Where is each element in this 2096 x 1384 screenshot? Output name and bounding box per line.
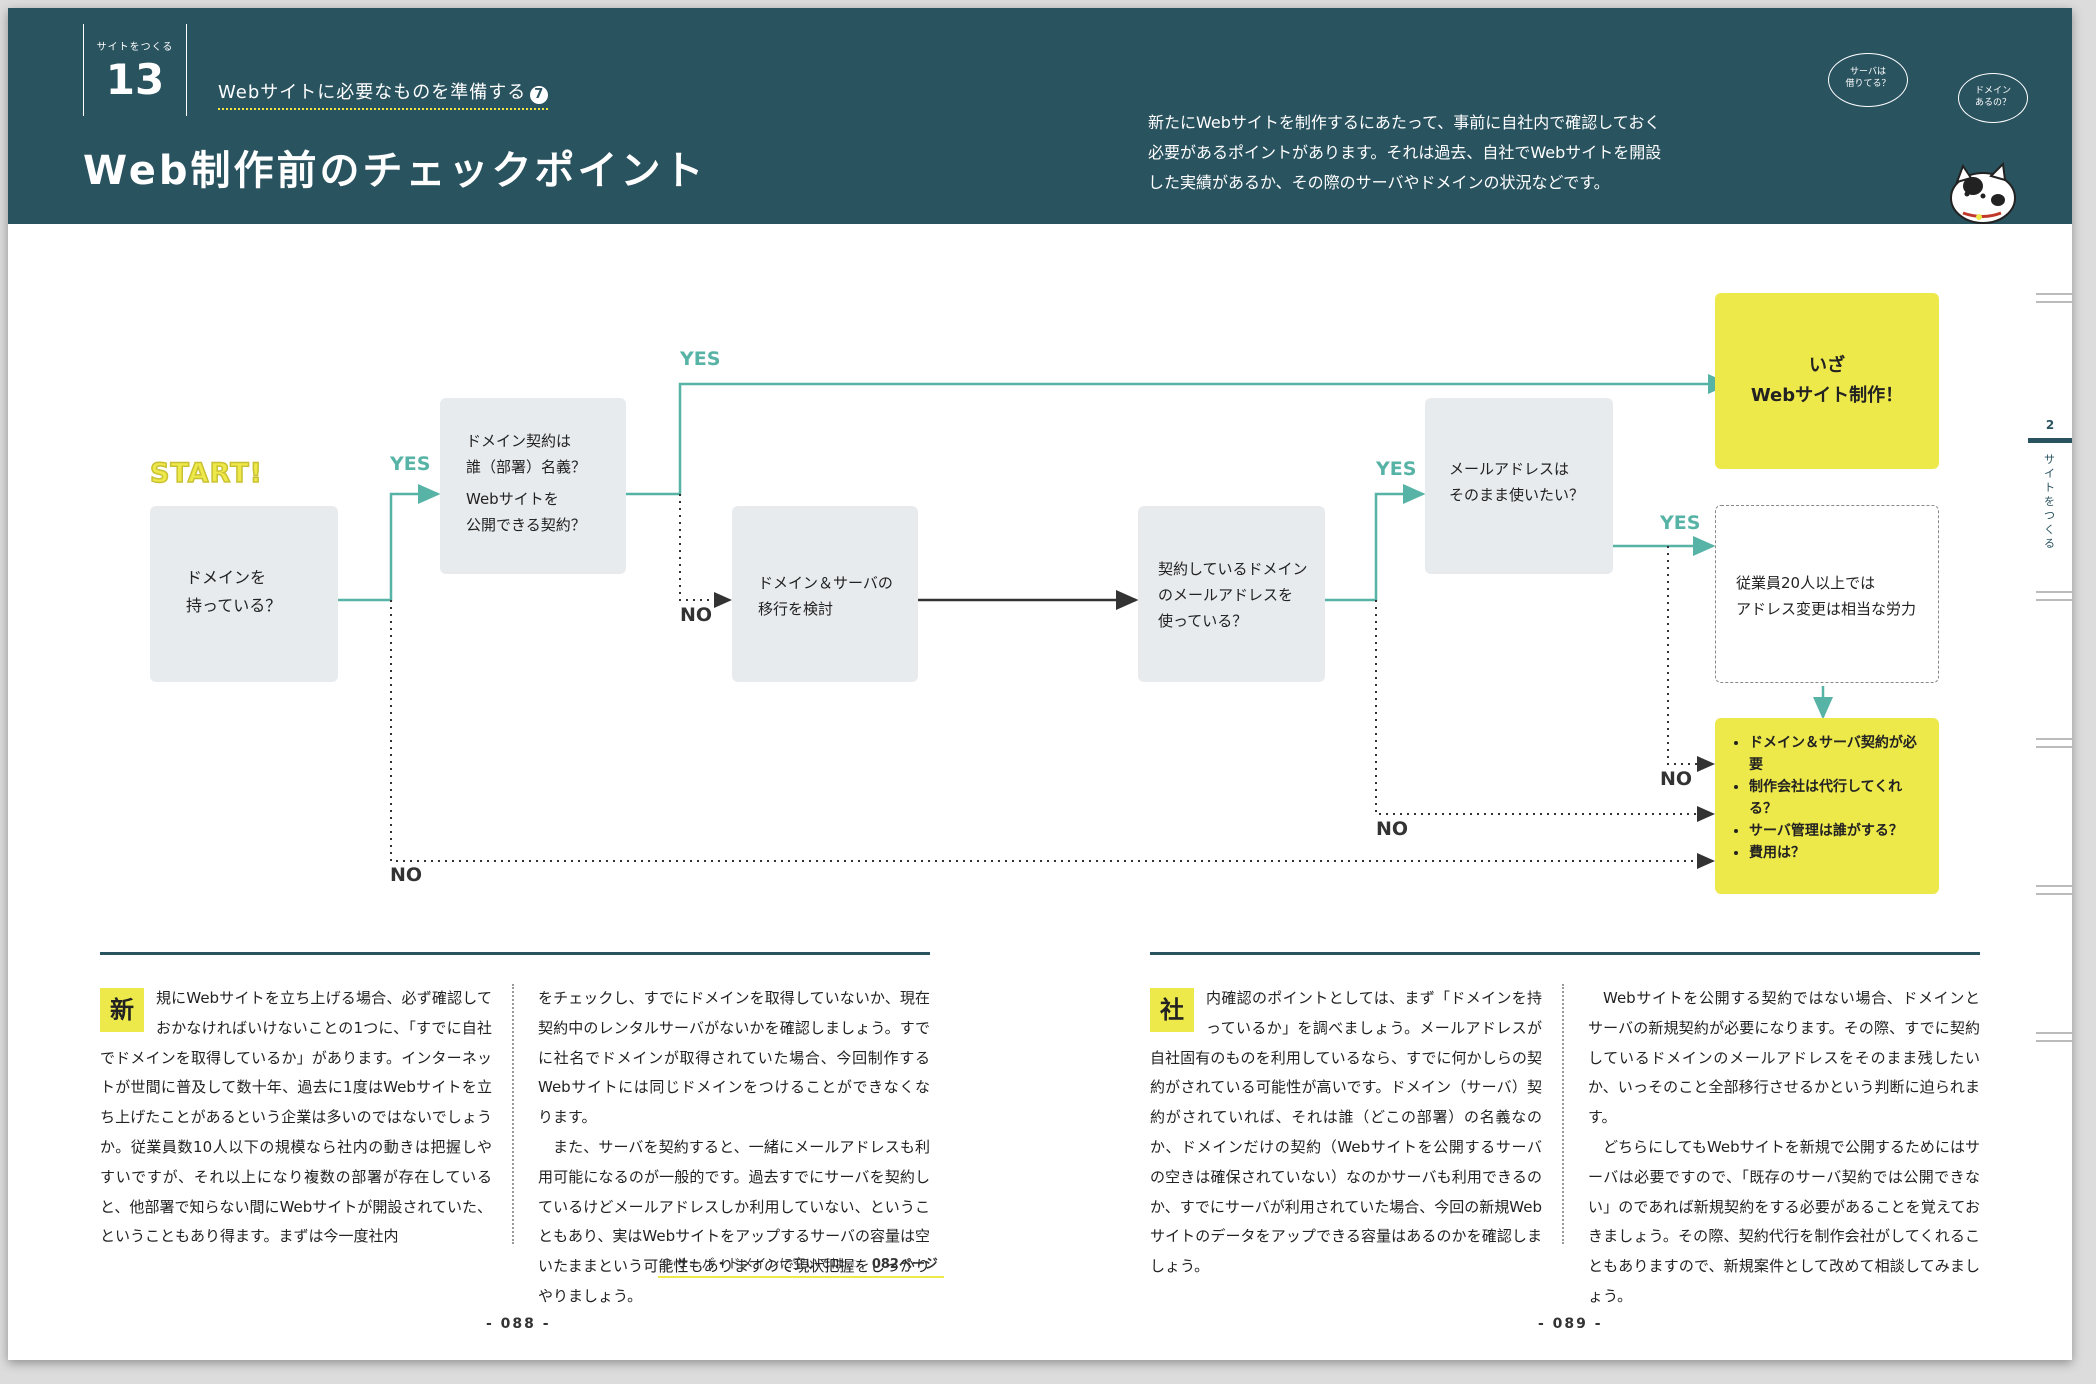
no-label: NO [1376, 818, 1408, 840]
body-left-col1: 新規にWebサイトを立ち上げる場合、必ず確認しておかなければいけないことの1つに… [100, 984, 492, 1252]
intro-line: 必要があるポイントがあります。それは過去、自社でWebサイトを開設 [1148, 138, 1688, 168]
checklist-item: 制作会社は代行してくれる？ [1749, 776, 1923, 820]
checklist-item: ドメイン＆サーバ契約が必要 [1749, 732, 1923, 776]
search-icon: ⚲ [662, 1257, 672, 1272]
intro-line: した実績があるか、その際のサーバやドメインの状況などです。 [1148, 168, 1688, 198]
page-number-right: - 089 - [1538, 1316, 1603, 1332]
note-email-change-effort: 従業員20人以上では アドレス変更は相当な労力 [1715, 505, 1939, 683]
body-text: 内確認のポイントとしては、まず「ドメインを持っているか」を調べましょう。メールア… [1150, 989, 1542, 1275]
reference-page: 082ページ [872, 1257, 938, 1272]
dropcap-company: 社 [1150, 988, 1194, 1032]
body-text: Webサイトを公開する契約ではない場合、ドメインとサーバの新規契約が必要になりま… [1588, 984, 1980, 1133]
body-text: また、サーバを契約すると、一緒にメールアドレスも利用可能になるのが一般的です。過… [538, 1133, 930, 1312]
intro-text: 新たにWebサイトを制作するにあたって、事前に自社内で確認しておく 必要があるポ… [1148, 108, 1688, 198]
yes-label: YES [1660, 512, 1700, 534]
dropcap-new: 新 [100, 988, 144, 1032]
cat-mascot-icon [1943, 158, 2023, 228]
speech-bubble-server: サーバは 借りてる？ [1828, 53, 1908, 107]
question-domain-contract: ドメイン契約は 誰（部署）名義？ Webサイトを 公開できる契約？ [440, 398, 626, 574]
column-divider [1562, 984, 1564, 1244]
chapter-box: サイトをつくる 13 [83, 24, 187, 116]
intro-line: 新たにWebサイトを制作するにあたって、事前に自社内で確認しておく [1148, 108, 1688, 138]
bubble-text: サーバは 借りてる？ [1829, 66, 1907, 90]
body-text: どちらにしてもWebサイトを新規で公開するためにはサーバは必要ですので、「既存の… [1588, 1133, 1980, 1312]
checklist-item: 費用は？ [1749, 842, 1923, 864]
section-rule-left [100, 952, 930, 955]
chapter-label: サイトをつくる [84, 38, 186, 53]
node-text: メールアドレスは そのまま使いたい？ [1449, 456, 1613, 508]
checklist-item: サーバ管理は誰がする？ [1749, 820, 1923, 842]
node-text: ドメイン契約は 誰（部署）名義？ [466, 428, 626, 480]
no-label: NO [390, 864, 422, 886]
bubble-text: ドメイン あるの？ [1959, 85, 2027, 109]
node-text: ドメイン＆サーバの 移行を検討 [758, 570, 918, 622]
series-title-text: Webサイトに必要なものを準備する [218, 82, 526, 103]
goal-start-web-production: いざ Webサイト制作！ [1715, 293, 1939, 469]
column-divider [512, 984, 514, 1244]
yes-label: YES [390, 453, 430, 475]
body-text: をチェックし、すでにドメインを取得していないか、現在契約中のレンタルサーバがない… [538, 984, 930, 1133]
reference-text: サーバ・ドメインに空いては [676, 1257, 844, 1272]
side-index-tab [2036, 1032, 2072, 1042]
node-text: いざ Webサイト制作！ [1715, 351, 1939, 411]
body-right-col1: 社内確認のポイントとしては、まず「ドメインを持っているか」を調べましょう。メール… [1150, 984, 1542, 1282]
start-label: START! [150, 458, 263, 489]
question-keep-email: メールアドレスは そのまま使いたい？ [1425, 398, 1613, 574]
node-consider-migration: ドメイン＆サーバの 移行を検討 [732, 506, 918, 682]
pointing-hand-icon: ☞ [852, 1257, 864, 1272]
page-title: Web制作前のチェックポイント [83, 138, 706, 196]
yes-label: YES [680, 348, 720, 370]
yes-label: YES [1376, 458, 1416, 480]
question-using-domain-email: 契約しているドメイン のメールアドレスを 使っている？ [1138, 506, 1325, 682]
node-text: ドメインを 持っている？ [186, 564, 338, 620]
section-rule-right [1150, 952, 1980, 955]
body-right-col2: Webサイトを公開する契約ではない場合、ドメインとサーバの新規契約が必要になりま… [1588, 984, 1980, 1312]
no-label: NO [1660, 768, 1692, 790]
node-text: Webサイトを 公開できる契約？ [466, 486, 626, 538]
question-has-domain: ドメインを 持っている？ [150, 506, 338, 682]
series-number: 7 [530, 86, 548, 104]
checklist-box: ドメイン＆サーバ契約が必要 制作会社は代行してくれる？ サーバ管理は誰がする？ … [1715, 718, 1939, 894]
chapter-number: 13 [84, 55, 186, 104]
no-label: NO [680, 604, 712, 626]
checklist: ドメイン＆サーバ契約が必要 制作会社は代行してくれる？ サーバ管理は誰がする？ … [1715, 732, 1939, 864]
page-number-left: - 088 - [486, 1316, 551, 1332]
body-text: 規にWebサイトを立ち上げる場合、必ず確認しておかなければいけないことの1つに、… [100, 989, 492, 1245]
node-text: 契約しているドメイン のメールアドレスを 使っている？ [1158, 556, 1325, 634]
speech-bubble-domain: ドメイン あるの？ [1958, 73, 2028, 123]
node-text: 従業員20人以上では アドレス変更は相当な労力 [1736, 570, 1938, 622]
page-reference-link[interactable]: ⚲ サーバ・ドメインに空いては ☞ 082ページ [658, 1253, 944, 1278]
